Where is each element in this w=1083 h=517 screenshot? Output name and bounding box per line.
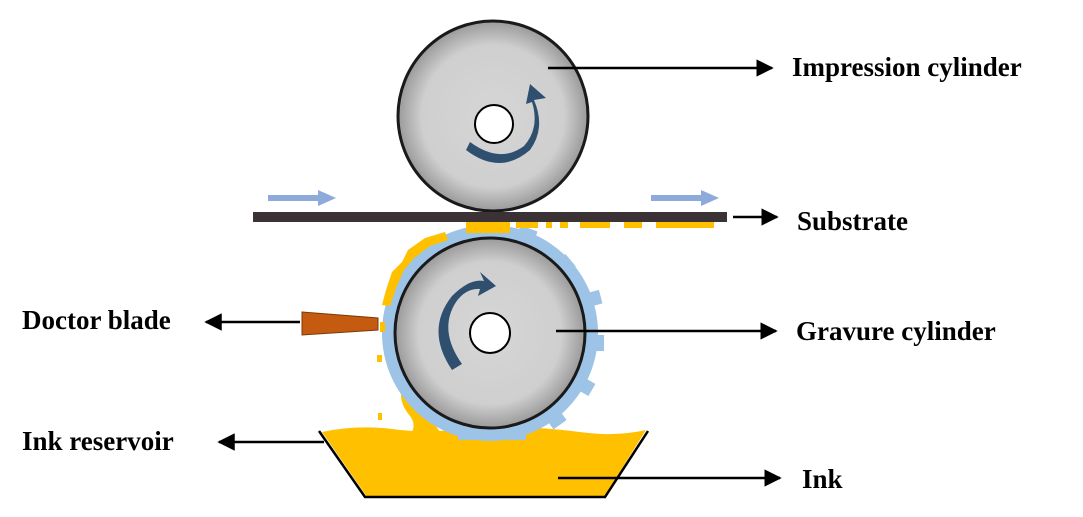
impression-cylinder <box>396 19 590 213</box>
ink-drop <box>377 355 382 362</box>
ink-drop <box>380 322 385 332</box>
doctor-blade <box>301 311 379 336</box>
right-arrow-icon <box>268 190 336 206</box>
ink-drop <box>378 413 382 420</box>
gravure-cylinder-label: Gravure cylinder <box>796 316 996 346</box>
substrate-web <box>253 212 727 222</box>
ink-film-left <box>382 232 448 306</box>
printed-ink <box>516 222 714 228</box>
gravure-cylinder <box>393 236 587 430</box>
impression-cylinder-label: Impression cylinder <box>792 52 1022 82</box>
clockwise-rotation-arrow-icon <box>466 84 546 163</box>
ink-reservoir <box>317 427 650 499</box>
doctor-blade-label: Doctor blade <box>22 305 171 335</box>
ink-reservoir-label: Ink reservoir <box>22 426 174 456</box>
substrate-label: Substrate <box>797 206 909 236</box>
clockwise-rotation-arrow-icon <box>438 272 496 370</box>
ink-body <box>322 427 646 497</box>
ink-at-nip <box>466 220 510 233</box>
impression-cylinder-axle <box>474 104 514 144</box>
ink-label: Ink <box>802 464 843 494</box>
right-arrow-icon <box>651 190 719 206</box>
gravure-cylinder-axle <box>469 312 511 354</box>
reservoir-outline <box>317 430 650 499</box>
